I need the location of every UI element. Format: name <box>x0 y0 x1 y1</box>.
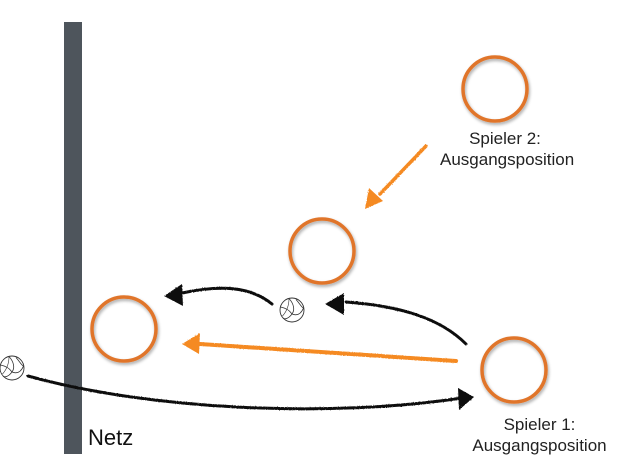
player-2-label-line2: Ausgangsposition <box>440 150 575 169</box>
pass-arrow <box>344 300 468 346</box>
player-2-label-line1: Spieler 2: <box>469 129 541 148</box>
volleyball-icon <box>0 355 25 381</box>
player2-run-arrow <box>378 144 428 196</box>
player1-run-arrowhead <box>182 333 200 354</box>
net-post <box>64 22 82 454</box>
player-1-start-ring <box>480 336 548 404</box>
player-1-label-line2: Ausgangsposition <box>472 436 607 455</box>
set-arrow <box>180 286 274 306</box>
volleyball-icon <box>279 297 305 323</box>
net-label: Netz <box>88 425 134 450</box>
pass-arrowhead <box>325 293 344 315</box>
player2-run-arrowhead <box>365 188 383 209</box>
player-1-label-line1: Spieler 1: <box>503 415 576 434</box>
set-arrowhead <box>164 284 183 306</box>
serve-arrow <box>26 374 464 411</box>
player1-run-arrow <box>198 342 458 363</box>
player-setter-ring <box>288 217 356 285</box>
player-2-label: Spieler 2: Ausgangsposition <box>440 128 575 170</box>
serve-arrowhead <box>458 388 474 410</box>
player-net-ring <box>90 295 158 363</box>
player-1-label: Spieler 1: Ausgangsposition <box>472 414 607 456</box>
player-2-start-ring <box>461 55 529 123</box>
